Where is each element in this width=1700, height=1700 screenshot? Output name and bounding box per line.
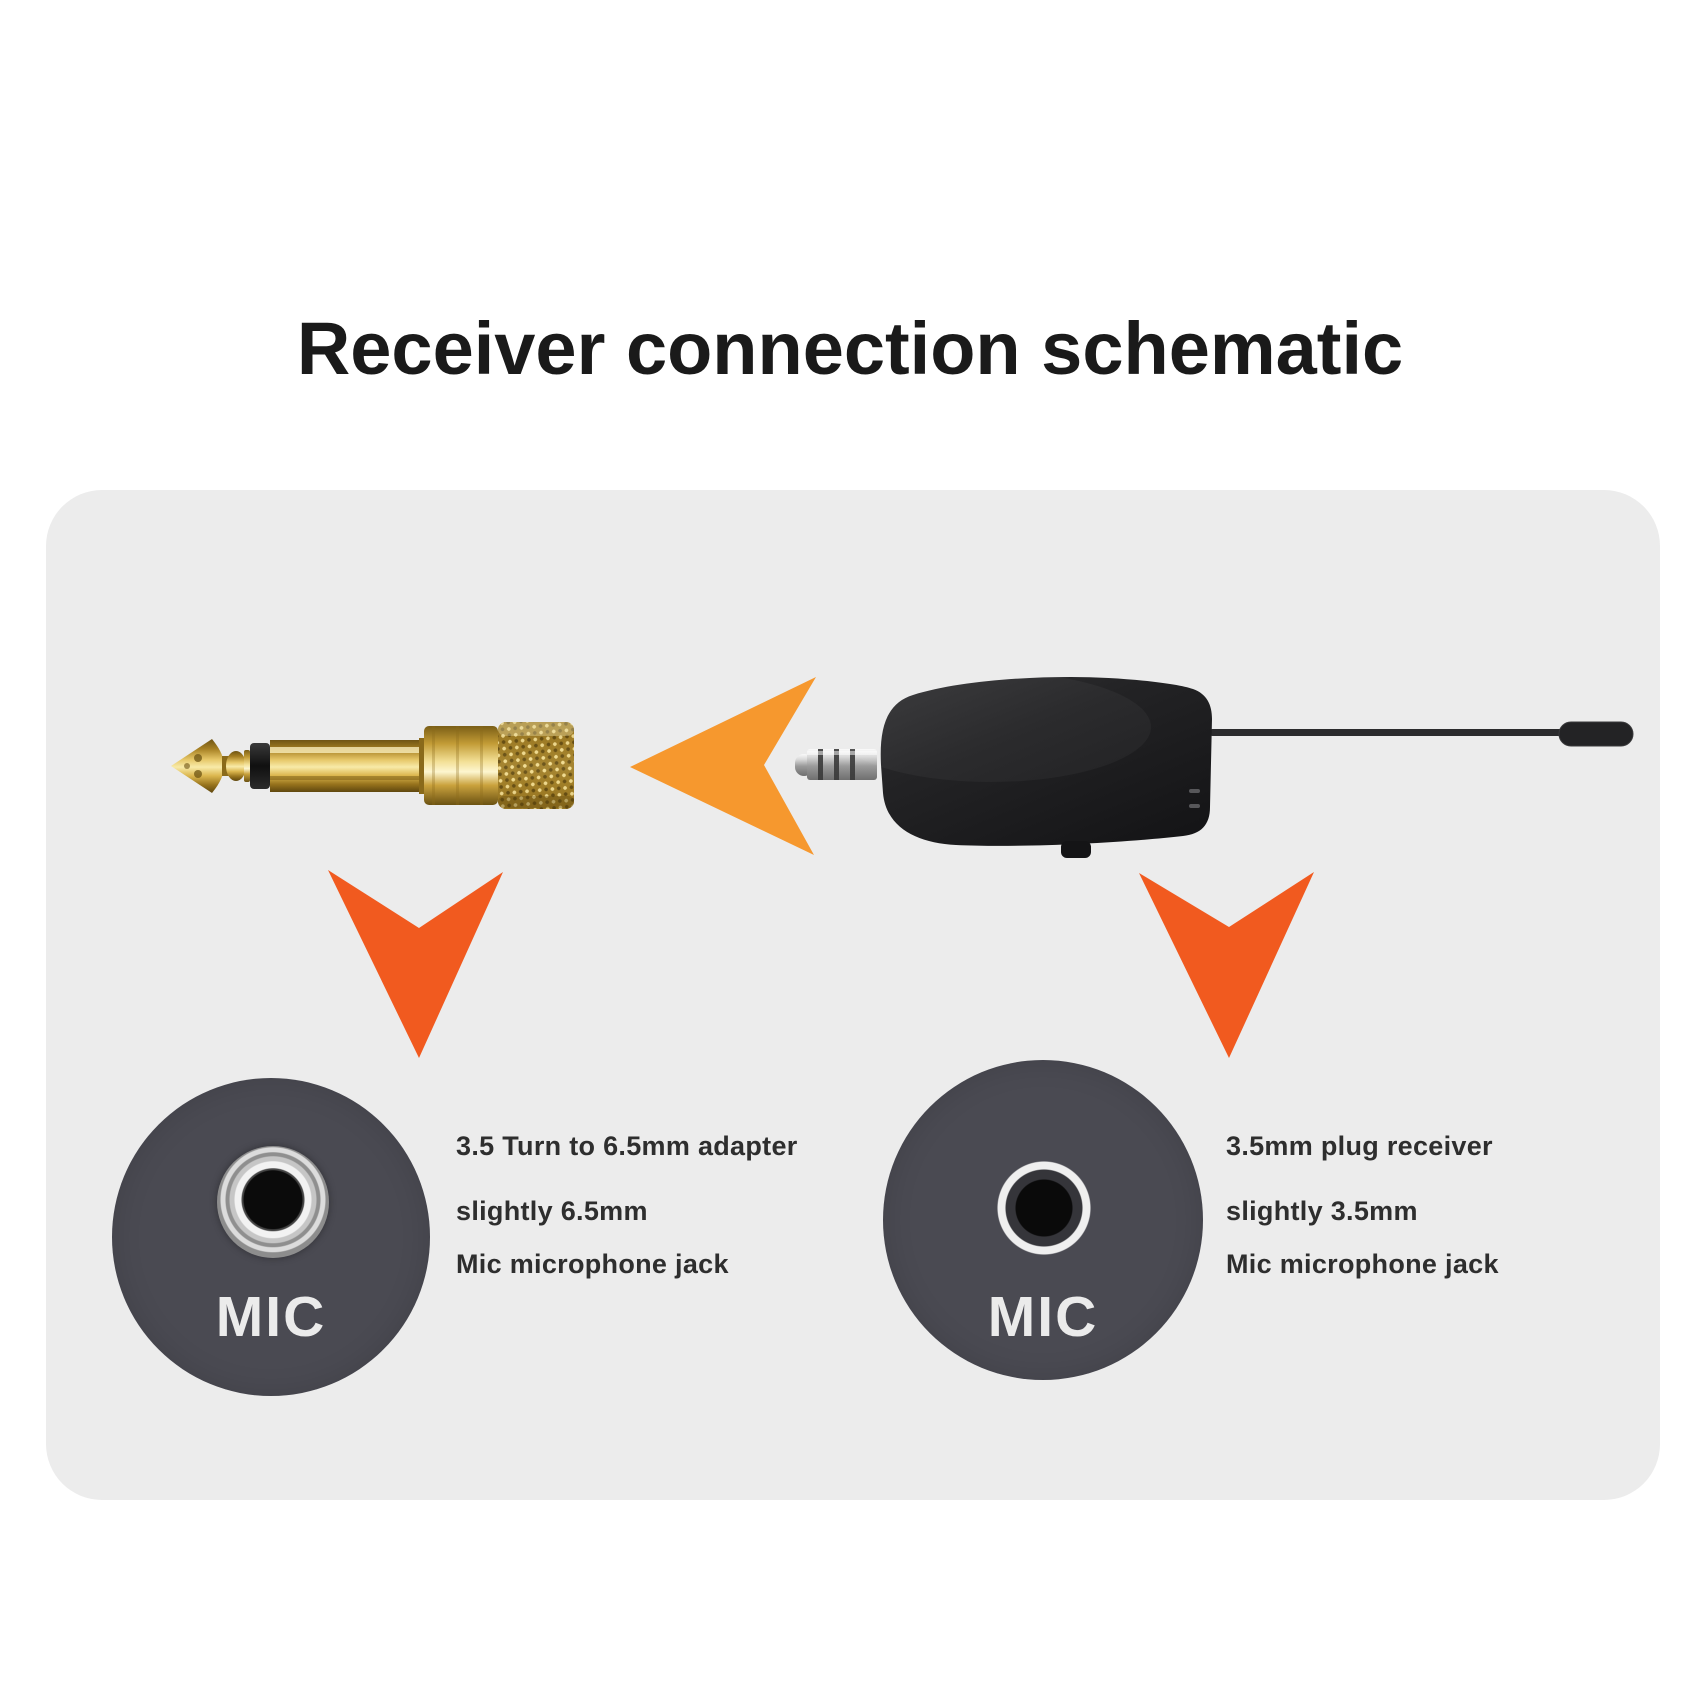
right-caption-line-3: Mic microphone jack [1226,1249,1499,1279]
mic-port-label: MIC [215,1285,327,1349]
arrow-down-icon [1139,872,1314,1058]
mic-jack-port-left: MIC [112,1078,430,1396]
schematic-panel: MIC MIC 3.5 Turn to 6.5mm adapter slight… [46,490,1660,1500]
mic-jack-3.5mm-icon [994,1158,1094,1258]
left-caption-line-1: 3.5 Turn to 6.5mm adapter [456,1131,798,1161]
arrow-down-icon [328,870,503,1058]
left-caption-line-2: slightly 6.5mm [456,1196,648,1226]
right-caption-line-2: slightly 3.5mm [1226,1196,1418,1226]
mic-jack-6.5mm-icon [217,1146,329,1258]
gold-6.5mm-adapter-icon [171,722,574,809]
mic-jack-port-right: MIC [883,1060,1203,1380]
right-caption-line-1: 3.5mm plug receiver [1226,1131,1493,1161]
arrow-left-icon [630,677,816,855]
wireless-receiver-icon [795,672,1634,858]
left-caption-line-3: Mic microphone jack [456,1249,729,1279]
mic-port-label: MIC [987,1285,1099,1349]
page-title: Receiver connection schematic [296,307,1404,390]
